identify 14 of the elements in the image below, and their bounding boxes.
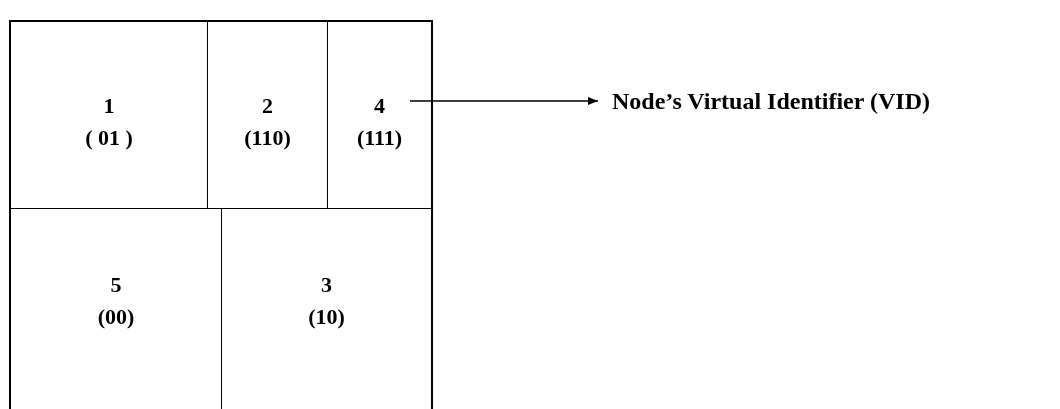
zone-code: (111)	[356, 124, 403, 152]
zone-code: ( 01 )	[85, 124, 133, 152]
callout-text: Node’s Virtual Identifier (VID)	[612, 86, 930, 116]
zone-code: (110)	[244, 124, 291, 152]
zone-code: (10)	[308, 303, 345, 331]
zone-number: 4	[374, 92, 385, 120]
zone-number: 2	[262, 92, 273, 120]
zone-code: (00)	[97, 303, 135, 331]
zone-rect	[9, 20, 208, 209]
zone-rect	[327, 20, 433, 209]
leader-arrow	[409, 97, 599, 105]
zone-number: 1	[103, 92, 115, 120]
zone-number: 5	[110, 271, 122, 299]
zone-number: 3	[321, 271, 332, 299]
